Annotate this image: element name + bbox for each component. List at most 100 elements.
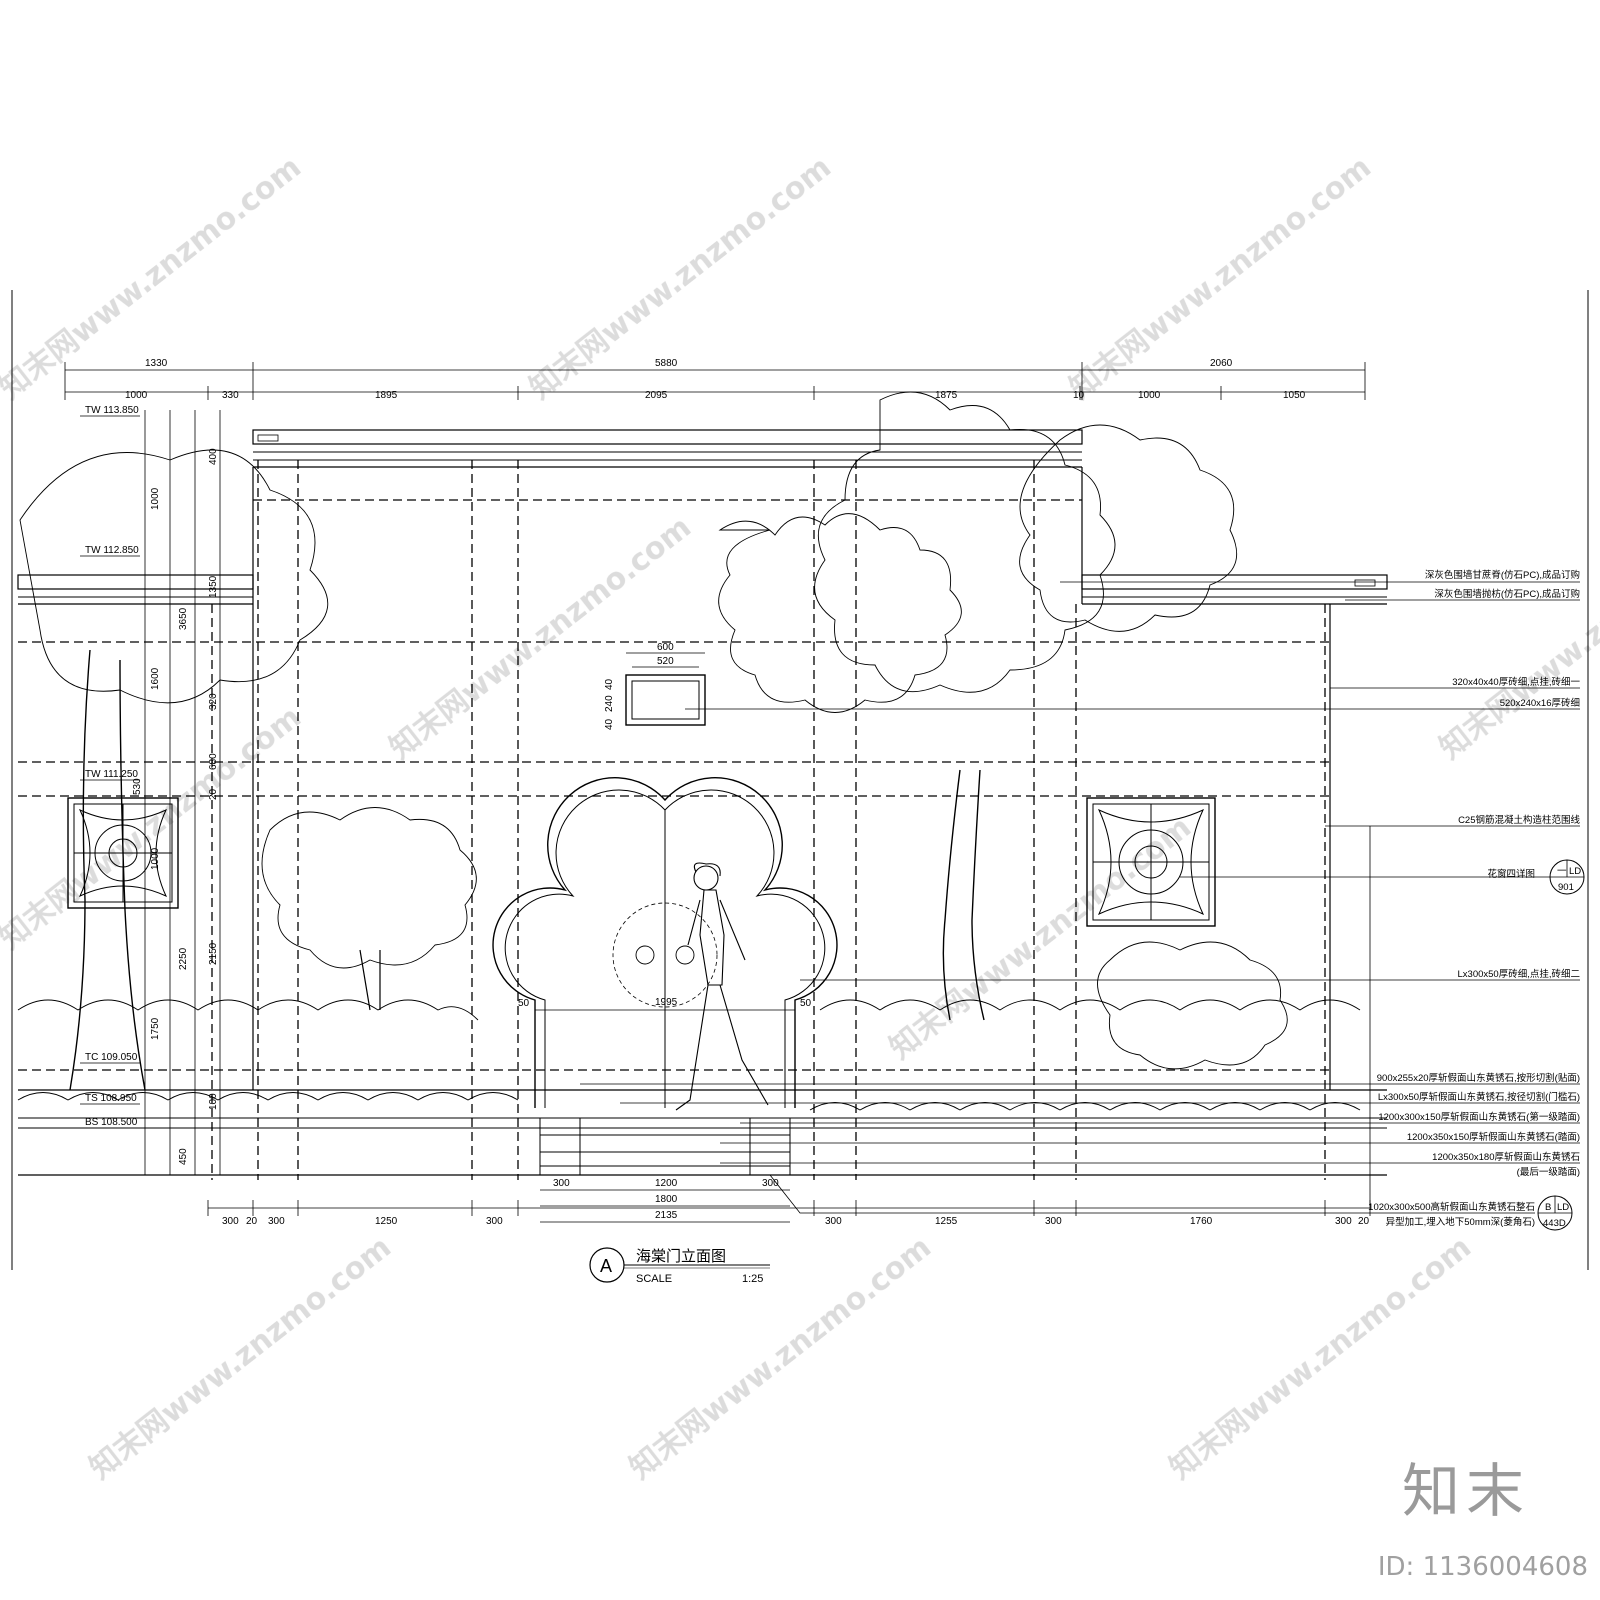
level-label: TS 108.950 xyxy=(85,1093,137,1104)
detail-ref-bottom: 443D xyxy=(1543,1218,1566,1229)
step-dimensions xyxy=(540,1189,790,1223)
drawing-title: A 海棠门立面图 SCALE 1:25 xyxy=(589,1247,770,1285)
dim-label: 100 xyxy=(208,1093,219,1110)
step-dimension-labels: 300 1200 300 1800 2135 xyxy=(553,1178,779,1221)
dim-label: 1200 xyxy=(655,1178,678,1189)
door-dimensions: 1995 50 50 xyxy=(518,997,812,1011)
note-lattice-detail: 花窗四详图 xyxy=(1487,868,1535,880)
title-letter: A xyxy=(600,1256,612,1276)
watermark: 知末网www.znzmo.com xyxy=(1433,510,1600,767)
window-dimensions: 600 520 40 240 40 xyxy=(604,642,705,730)
dim-label: 1050 xyxy=(1283,390,1306,401)
dim-label: 300 xyxy=(486,1216,503,1227)
top-dimensions xyxy=(64,362,1366,400)
dim-label: 2095 xyxy=(645,390,668,401)
image-id: ID: 1136004608 xyxy=(1377,1552,1588,1582)
brick-window xyxy=(625,674,706,726)
dim-label: 1255 xyxy=(935,1216,958,1227)
dim-label: 3650 xyxy=(178,607,189,630)
dim-label: 1760 xyxy=(1190,1216,1213,1227)
note-coping: 深灰色围墙甘蔗脊(仿石PC),成品订购 xyxy=(1425,569,1580,581)
dim-label: 1000 xyxy=(1138,390,1161,401)
note-threshold: Lx300x50厚斩假面山东黄锈石,按径切割(门槛石) xyxy=(1378,1091,1580,1103)
level-label: TW 113.850 xyxy=(85,405,139,416)
lattice-window-right xyxy=(1086,797,1216,927)
note-step-tread: 1200x350x150厚斩假面山东黄锈石(踏面) xyxy=(1407,1131,1580,1143)
dim-label: 240 xyxy=(604,695,615,712)
dim-label: 330 xyxy=(222,390,239,401)
dim-label: 300 xyxy=(553,1178,570,1189)
dim-label: 40 xyxy=(604,718,615,730)
title-name: 海棠门立面图 xyxy=(636,1248,726,1265)
watermark: 知末网www.znzmo.com xyxy=(83,1230,398,1487)
dim-label: 1000 xyxy=(150,847,161,870)
dim-label: 1250 xyxy=(375,1216,398,1227)
dim-label: 300 xyxy=(222,1216,239,1227)
annotation-leaders xyxy=(580,581,1580,1214)
dim-label: 2060 xyxy=(1210,358,1233,369)
scale-value: 1:25 xyxy=(742,1273,763,1285)
detail-ref-top: 一 xyxy=(1557,866,1567,877)
note-step-last-sub: (最后一级踏面) xyxy=(1517,1166,1580,1178)
annotation-notes: 深灰色围墙甘蔗脊(仿石PC),成品订购 深灰色围墙抛枋(仿石PC),成品订购 3… xyxy=(1368,569,1580,1228)
dim-label: 320 xyxy=(208,693,219,710)
note-brick-2: Lx300x50厚砖细,点挂,砖细二 xyxy=(1458,968,1580,980)
human-figure xyxy=(675,862,769,1111)
dim-label: 1350 xyxy=(208,575,219,598)
watermark-layer: 知末网www.znzmo.com 知末网www.znzmo.com 知末网www… xyxy=(0,150,1600,1487)
note-step-1: 1200x300x150厚斩假面山东黄锈石(第一级踏面) xyxy=(1378,1111,1580,1123)
bottom-dimensions xyxy=(207,1200,1371,1216)
level-label: BS 108.500 xyxy=(85,1117,138,1128)
bottom-dimension-labels: 300 20 300 1250 300 300 1255 300 1760 30… xyxy=(222,1216,1370,1227)
detail-ref-lattice: 一 LD 901 xyxy=(1549,859,1585,895)
dim-label: 300 xyxy=(762,1178,779,1189)
dim-label: 2135 xyxy=(655,1210,678,1221)
note-brick-1: 320x40x40厚砖细,点挂,砖细一 xyxy=(1452,676,1580,688)
dim-label: 1000 xyxy=(125,390,148,401)
detail-ref-bottom: 901 xyxy=(1558,882,1574,893)
level-label: TC 109.050 xyxy=(85,1052,138,1063)
note-column-range: C25钢筋混凝土构造柱范围线 xyxy=(1458,814,1580,826)
dim-label: 520 xyxy=(657,656,674,667)
dim-label: 2250 xyxy=(178,947,189,970)
note-corner-stone-sub: 异型加工,埋入地下50mm深(菱角石) xyxy=(1386,1216,1535,1228)
dim-label: 1000 xyxy=(150,487,161,510)
dim-label: 600 xyxy=(657,642,674,653)
note-brick-window: 520x240x16厚砖细 xyxy=(1500,697,1580,709)
dim-label: 300 xyxy=(825,1216,842,1227)
dim-label: 1875 xyxy=(935,390,958,401)
dim-label: 530 xyxy=(132,778,143,795)
dim-label: 450 xyxy=(178,1148,189,1165)
detail-ref-corner-stone: B LD 443D xyxy=(1537,1195,1573,1231)
dim-label: 2150 xyxy=(208,942,219,965)
level-markers: TW 113.850 TW 112.850 TW 111.250 TC 109.… xyxy=(80,405,140,1129)
dim-label: 1895 xyxy=(375,390,398,401)
watermark: 知末网www.znzmo.com xyxy=(0,700,308,957)
dim-label: 20 xyxy=(246,1216,258,1227)
dim-label: 1800 xyxy=(655,1194,678,1205)
dim-label: 1330 xyxy=(145,358,168,369)
dim-label: 10 xyxy=(1073,390,1085,401)
dim-label: 1750 xyxy=(150,1017,161,1040)
wall-structure xyxy=(17,429,1388,1176)
scale-label: SCALE xyxy=(636,1273,672,1285)
dim-label: 50 xyxy=(800,998,812,1009)
vertical-dimension-lines xyxy=(144,410,221,1175)
note-corner-stone: 1020x300x500高斩假面山东黄锈石整石 xyxy=(1368,1201,1535,1213)
dim-label: 1995 xyxy=(655,997,678,1008)
crabapple-door xyxy=(492,777,838,1108)
level-label: TW 112.850 xyxy=(85,545,139,556)
note-facing-stone: 900x255x20厚斩假面山东黄锈石,按形切割(贴面) xyxy=(1377,1072,1580,1084)
dim-label: 680 xyxy=(208,753,219,770)
top-dimension-labels: 1330 5880 2060 1000 330 1895 2095 1875 1… xyxy=(125,358,1306,401)
dim-label: 40 xyxy=(604,678,615,690)
dim-label: 300 xyxy=(268,1216,285,1227)
dim-label: 400 xyxy=(208,448,219,465)
level-label: TW 111.250 xyxy=(85,769,138,780)
note-eave: 深灰色围墙抛枋(仿石PC),成品订购 xyxy=(1434,588,1580,600)
watermark: 知末网www.znzmo.com xyxy=(523,150,838,407)
detail-ref-right: LD xyxy=(1569,866,1581,877)
dim-label: 50 xyxy=(518,998,530,1009)
dim-label: 1600 xyxy=(150,667,161,690)
